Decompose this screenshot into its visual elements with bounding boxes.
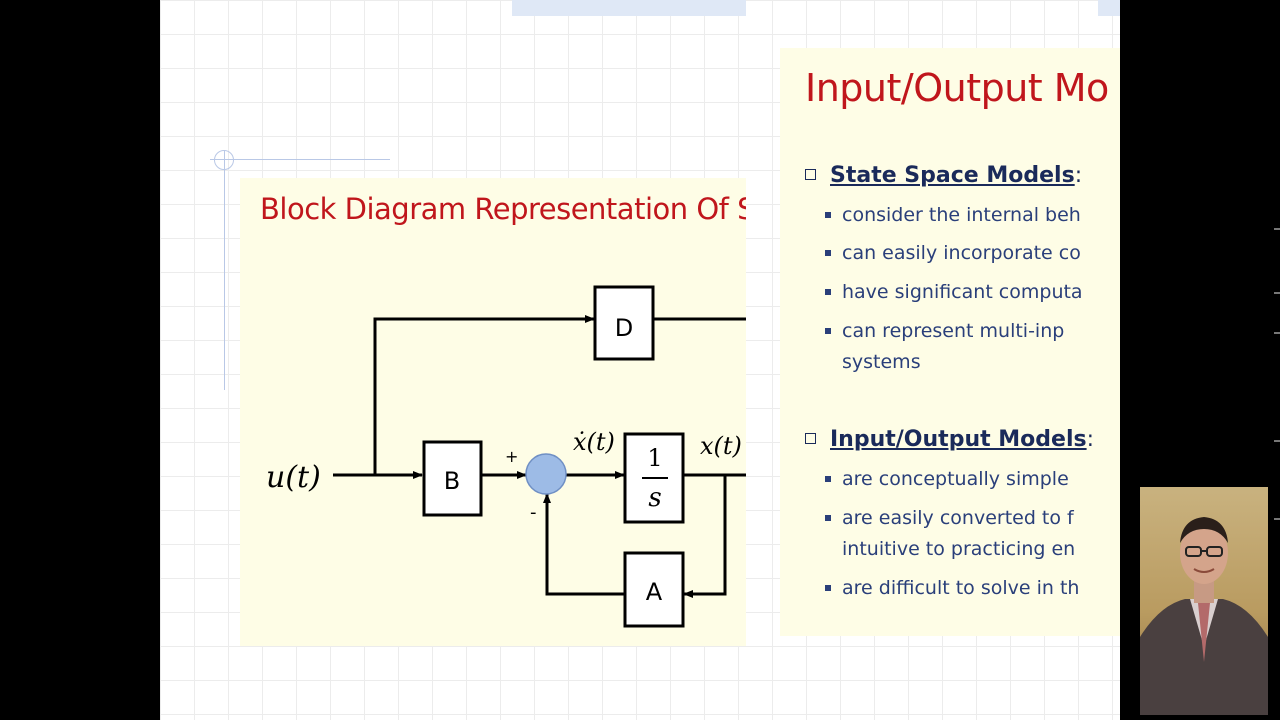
io-models-slide[interactable]: Input/Output Mo State Space Models: cons… [780, 48, 1120, 636]
presenter-face [1180, 522, 1228, 584]
square-bullet-icon [825, 212, 831, 218]
list-item: consider the internal beh [825, 204, 1081, 226]
list-item: can easily incorporate co [825, 242, 1081, 264]
list-item: are easily converted to f [825, 507, 1074, 529]
io-models-heading: Input/Output Models: [805, 427, 1094, 452]
scrollbar-tick [1274, 332, 1280, 334]
checkbox-bullet-icon [805, 433, 816, 444]
crosshair-horizontal [210, 159, 390, 160]
presenter-image [1140, 517, 1268, 715]
square-bullet-icon [825, 328, 831, 334]
block-a-label: A [646, 578, 663, 606]
state-space-heading: State Space Models: [805, 163, 1082, 188]
crosshair-vertical [224, 150, 225, 390]
block-b [422, 440, 483, 517]
square-bullet-icon [825, 289, 831, 295]
a-to-sum-line [543, 493, 625, 596]
state-derivative-label: ẋ(t) [573, 428, 615, 456]
presenter-hair [1180, 517, 1228, 543]
state-feedback-line [683, 475, 727, 598]
square-bullet-icon [825, 515, 831, 521]
block-d-label: D [615, 314, 633, 342]
right-slide-title: Input/Output Mo [805, 66, 1109, 110]
plus-sign: + [505, 447, 518, 466]
scrollbar-tick [1274, 518, 1280, 520]
block-b-label: B [444, 467, 460, 495]
presenter-webcam [1140, 487, 1268, 715]
block-a [623, 551, 685, 628]
checkbox-bullet-icon [805, 169, 816, 180]
list-item: are conceptually simple [825, 468, 1069, 490]
presentation-canvas: Block Diagram Representation Of St [160, 0, 1120, 720]
integrator-denominator: s [648, 483, 661, 513]
list-item-continuation: intuitive to practicing en [842, 538, 1076, 560]
summing-junction [525, 453, 567, 495]
presenter-tie [1198, 603, 1210, 662]
list-item: have significant computa [825, 281, 1083, 303]
square-bullet-icon [825, 250, 831, 256]
canvas-top-strip-right [1098, 0, 1120, 16]
presenter-mouth [1193, 568, 1215, 573]
io-models-colon: : [1086, 427, 1095, 452]
block-d [593, 285, 655, 361]
io-models-title: Input/Output Models [830, 427, 1087, 452]
state-label: x(t) [700, 432, 742, 460]
feedforward-line [373, 315, 595, 475]
state-space-colon: : [1074, 163, 1083, 188]
square-bullet-icon [825, 476, 831, 482]
state-space-title: State Space Models [830, 163, 1075, 188]
square-bullet-icon [825, 585, 831, 591]
left-slide-title: Block Diagram Representation Of St [260, 192, 746, 226]
crosshair-circle [214, 150, 234, 170]
integrator-numerator: 1 [647, 444, 662, 472]
scrollbar-tick [1274, 228, 1280, 230]
block-diagram: D B A 1 s u(t) ẋ(t) x(t) + - [266, 285, 746, 628]
input-label: u(t) [266, 460, 321, 495]
scrollbar-tick [1274, 292, 1280, 294]
block-diagram-slide[interactable]: Block Diagram Representation Of St [240, 178, 746, 646]
list-item: can represent multi-inp [825, 320, 1064, 342]
list-item-continuation: systems [842, 351, 921, 373]
scrollbar-tick [1274, 440, 1280, 442]
list-item: are difficult to solve in th [825, 577, 1079, 599]
minus-sign: - [530, 502, 537, 523]
canvas-top-strip [512, 0, 746, 16]
